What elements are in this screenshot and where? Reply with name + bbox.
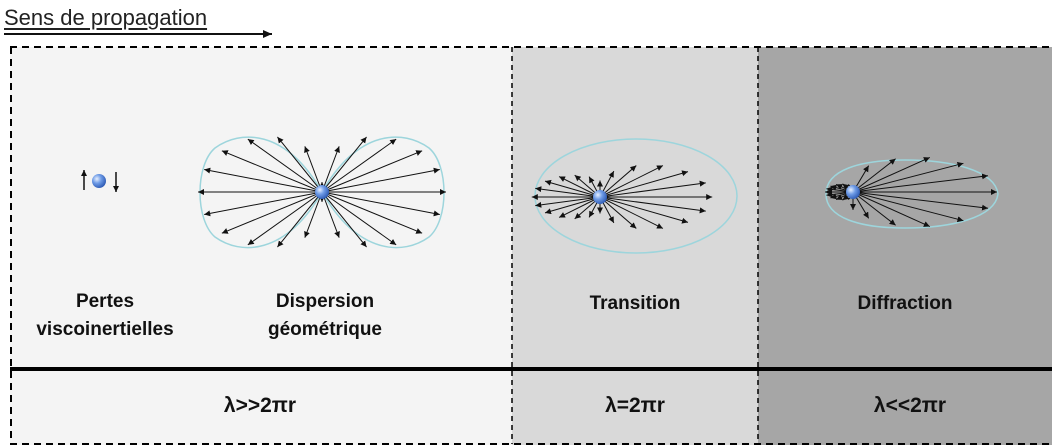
radiation-arrow xyxy=(321,146,340,193)
condition-small-wavelength: λ<<2πr xyxy=(873,394,947,417)
radiation-arrow xyxy=(599,180,706,198)
radiation-arrow xyxy=(599,196,706,214)
radiation-arrow xyxy=(852,191,931,228)
radiation-arrow xyxy=(321,138,397,193)
radiation-arrow xyxy=(221,191,323,234)
radiation-arrow xyxy=(247,138,323,193)
radiation-arrow xyxy=(304,191,323,238)
propagation-title: Sens de propagation xyxy=(4,5,208,30)
radiation-arrow xyxy=(558,196,601,218)
label-diffraction: Diffraction xyxy=(857,293,953,314)
radiation-arrow xyxy=(599,196,637,229)
radiation-arrow xyxy=(558,176,601,198)
radiation-arrow xyxy=(599,170,689,198)
condition-equal-wavelength: λ=2πr xyxy=(605,394,665,417)
radiation-arrow xyxy=(321,136,367,193)
radiation-arrow xyxy=(277,191,323,248)
radiation-arrow xyxy=(544,179,601,198)
radiation-arrow xyxy=(852,191,896,226)
sphere-icon-diffraction xyxy=(846,185,860,199)
panel-diffraction xyxy=(758,47,1052,445)
label-pertes-viscoinertielles: Pertes viscoinertielles xyxy=(36,291,174,340)
radiation-arrow xyxy=(599,196,689,224)
condition-large-wavelength: λ>>2πr xyxy=(223,394,297,417)
sphere-icon-dispersion xyxy=(315,185,329,199)
radiation-arrow xyxy=(247,191,323,246)
radiation-arrow xyxy=(321,191,440,217)
radiation-arrow xyxy=(852,173,989,193)
radiation-arrow xyxy=(321,191,423,234)
radiation-arrow xyxy=(321,167,440,193)
radiation-arrows xyxy=(198,136,997,248)
outline-diffraction xyxy=(825,159,999,229)
radiation-arrow xyxy=(852,161,964,193)
panel-transition xyxy=(512,47,758,445)
radiation-arrow xyxy=(599,165,637,198)
radiation-arrow xyxy=(852,158,896,193)
radiation-arrow xyxy=(321,150,423,193)
radiation-arrow xyxy=(221,150,323,193)
radiation-arrow xyxy=(204,167,323,193)
radiation-arrow xyxy=(204,191,323,217)
radiation-arrow xyxy=(321,191,397,246)
label-dispersion-geometrique: Dispersion géométrique xyxy=(267,291,383,340)
label-transition: Transition xyxy=(589,293,681,314)
sphere-icon-transition xyxy=(593,190,607,204)
radiation-arrow xyxy=(535,186,601,198)
radiation-arrow xyxy=(599,165,664,198)
radiation-arrow xyxy=(599,196,664,229)
radiation-arrow xyxy=(535,196,601,208)
radiation-arrow xyxy=(852,156,931,193)
radiation-arrow xyxy=(277,136,323,193)
radiation-arrow xyxy=(321,191,367,248)
sphere-icon xyxy=(92,174,106,188)
radiation-arrow xyxy=(852,191,964,223)
radiation-arrow xyxy=(544,196,601,215)
radiation-arrow xyxy=(852,191,989,211)
